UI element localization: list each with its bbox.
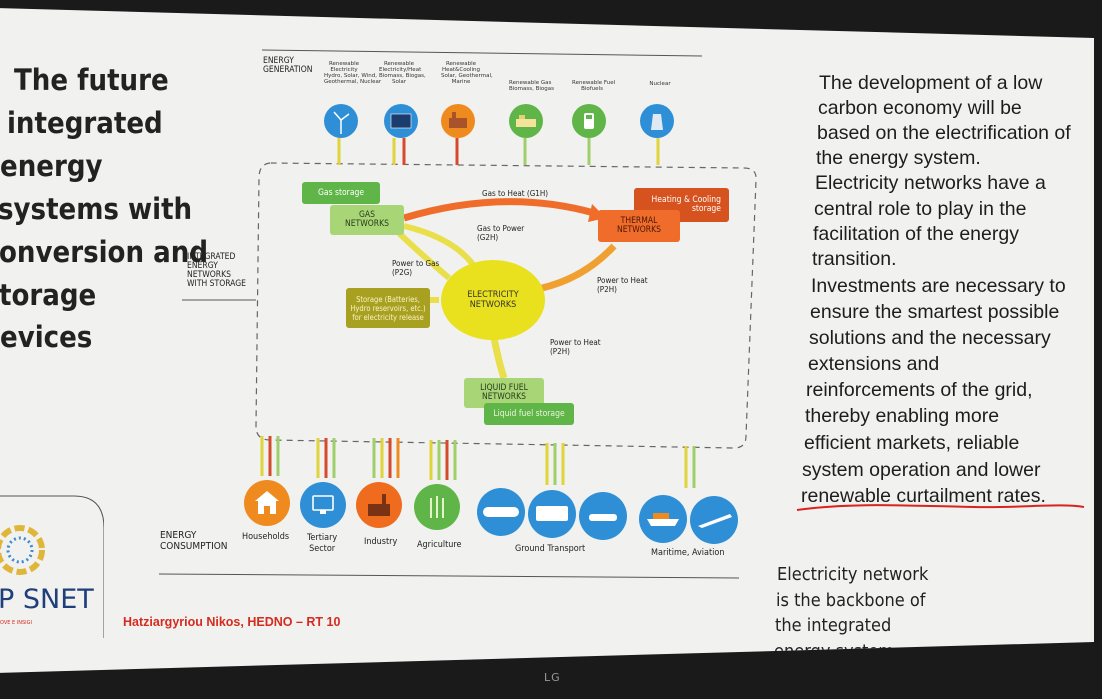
liquid-fuel-storage-box: Liquid fuel storage: [484, 403, 574, 425]
solar-panel-icon: [384, 104, 418, 138]
title-line: integrated: [7, 106, 163, 140]
logo-text: P SNET: [0, 584, 94, 615]
body-line: thereby enabling more: [805, 405, 1000, 427]
callout-line: is the backbone of: [776, 590, 926, 611]
flow-power-to-heat: Power to Heat(P2H): [597, 276, 648, 294]
body-line: extensions and: [808, 353, 940, 375]
consumer-label: Ground Transport: [515, 544, 586, 554]
title-line: energy: [0, 149, 103, 183]
consumer-label: Industry: [364, 537, 398, 547]
body-line: solutions and the necessary: [809, 327, 1051, 349]
airplane-icon: [690, 496, 738, 544]
title-line: onversion and: [0, 235, 208, 269]
body-line: central role to play in the: [814, 198, 1027, 220]
etip-snet-logo: [0, 495, 104, 638]
title-line: evices: [0, 320, 93, 354]
fuel-pump-icon: [572, 104, 606, 138]
body-line: The development of a low: [819, 72, 1043, 94]
flow-power-to-gas: Power to Gas(P2G): [392, 259, 440, 277]
industry-icon: [356, 482, 402, 528]
storage-box: Storage (Batteries,Hydro reservoirs, etc…: [346, 288, 430, 328]
projected-slide: The future integrated energy systems wit…: [0, 8, 1094, 673]
red-handwritten-underline: [796, 504, 1085, 511]
flow-power-to-heat: Power to Heat(P2H): [550, 338, 601, 356]
tv-brand-logo: LG: [544, 671, 561, 684]
gas-storage-box: Gas storage: [302, 182, 380, 204]
nuclear-plant-icon: [640, 104, 674, 138]
body-line: renewable curtailment rates.: [801, 485, 1046, 507]
body-line: the energy system.: [816, 147, 981, 169]
callout-line: Electricity network: [777, 564, 929, 585]
wind-turbine-icon: [324, 104, 358, 138]
body-line: transition.: [812, 248, 897, 270]
body-line: reinforcements of the grid,: [806, 379, 1033, 401]
car-icon: [579, 492, 627, 540]
logo-subtext: OVE E INSIGI: [0, 620, 32, 626]
body-line: carbon economy will be: [818, 97, 1022, 119]
computer-icon: [300, 482, 346, 528]
flow-gas-to-heat: Gas to Heat (G1H): [482, 189, 549, 198]
body-line: based on the electrification of: [817, 122, 1071, 144]
consumer-label: Agriculture: [417, 540, 462, 550]
biogas-plant-icon: [509, 104, 543, 138]
bus-icon: [528, 490, 576, 538]
title-line: systems with: [0, 192, 193, 226]
body-line: facilitation of the energy: [813, 223, 1019, 245]
body-line: efficient markets, reliable: [804, 432, 1020, 454]
wheat-icon: [414, 484, 460, 530]
house-icon: [244, 480, 290, 526]
diagram-lines: [158, 49, 757, 579]
ship-icon: [639, 495, 687, 543]
source-label: Nuclear: [649, 81, 671, 87]
body-line: ensure the smartest possible: [810, 301, 1060, 323]
consumer-label: Maritime, Aviation: [651, 548, 725, 558]
consumer-label: Households: [242, 532, 290, 542]
flow-gas-to-power: Gas to Power(G2H): [477, 224, 525, 242]
factory-icon: [441, 104, 475, 138]
title-line: The future: [14, 63, 169, 97]
title-line: torage: [0, 278, 97, 312]
body-line: system operation and lower: [802, 459, 1041, 481]
footer-author: Hatziargyriou Nikos, HEDNO – RT 10: [123, 615, 341, 629]
callout-line: the integrated: [775, 615, 892, 636]
body-line: Electricity networks have a: [815, 172, 1046, 194]
body-line: Investments are necessary to: [811, 275, 1066, 297]
train-icon: [477, 488, 525, 536]
